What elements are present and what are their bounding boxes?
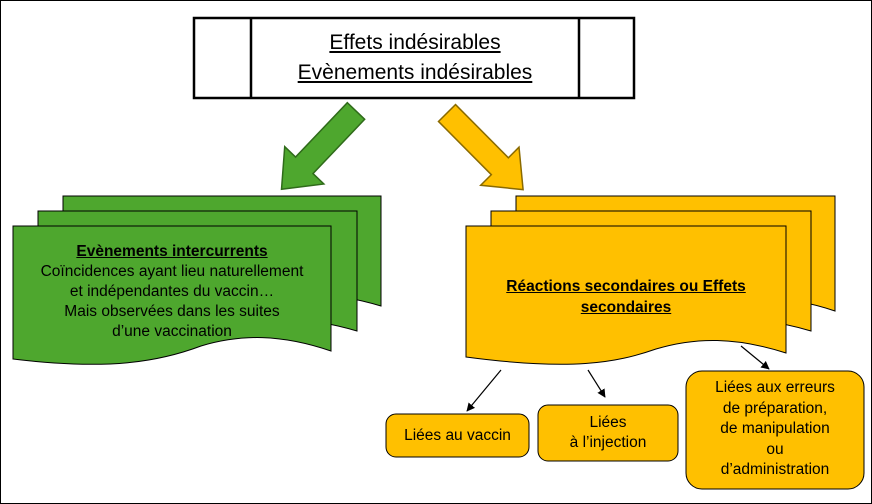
sub-box-injection (537, 404, 679, 462)
sub-box-line: d’administration (720, 461, 830, 478)
yellow-multidocument-shape (465, 195, 836, 365)
green-box-line: Coïncidences ayant lieu naturellement (40, 263, 304, 280)
connector-vaccin (466, 369, 502, 412)
green-arrow (280, 101, 366, 191)
sub-box-line: Liées (589, 414, 627, 431)
yellow-arrow (437, 103, 524, 191)
green-box-line: Mais observées dans les suites (64, 303, 280, 320)
title-line-2: Evènements indésirables (297, 61, 533, 84)
sub-box-line: à l’injection (569, 434, 647, 451)
connector-erreurs (740, 345, 770, 370)
green-box-line: d’une vaccination (112, 323, 232, 340)
sub-box-line: Liées aux erreurs (715, 379, 835, 396)
green-box-text: Evènements intercurrents Coïncidences ay… (13, 242, 331, 342)
sub-box-vaccin (385, 413, 530, 458)
sub-box-injection-text: Liées à l’injection (538, 413, 678, 453)
green-box-heading: Evènements intercurrents (76, 243, 268, 260)
sub-box-erreurs (685, 370, 865, 490)
title-text: Effets indésirables Evènements indésirab… (251, 28, 579, 88)
sub-box-line: Liées au vaccin (404, 427, 511, 444)
title-line-1: Effets indésirables (329, 31, 501, 54)
sub-box-erreurs-text: Liées aux erreurs de préparation, de man… (686, 378, 864, 481)
green-box-line: et indépendantes du vaccin… (69, 283, 275, 300)
sub-box-line: ou (766, 440, 784, 458)
connector-injection (587, 369, 606, 398)
sub-box-vaccin-text: Liées au vaccin (386, 426, 529, 446)
title-box (192, 16, 636, 100)
sub-box-line: de préparation, (722, 399, 828, 417)
yellow-box-heading: Réactions secondaires ou Effets secondai… (506, 278, 746, 316)
sub-box-line: de manipulation (720, 420, 830, 437)
green-multidocument-shape (12, 195, 382, 365)
